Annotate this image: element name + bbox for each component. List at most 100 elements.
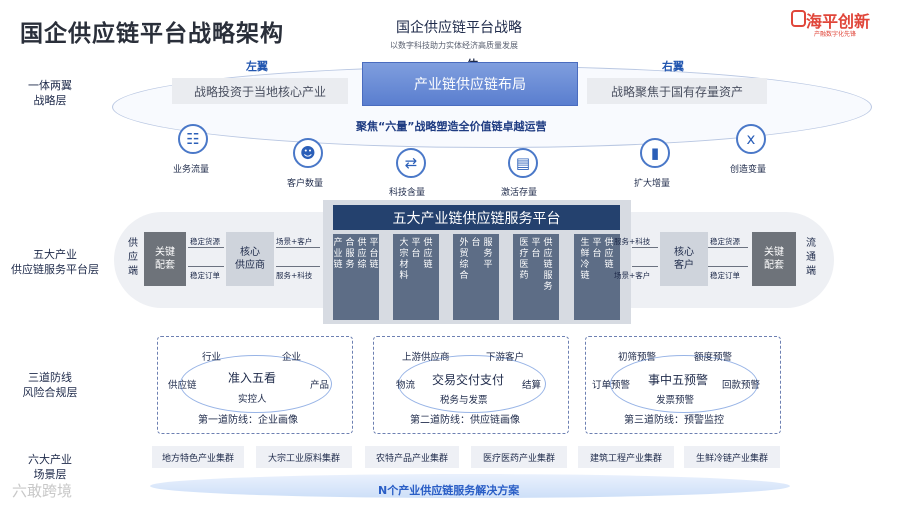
center-box: 产业链供应链布局: [362, 62, 578, 106]
variable-icon: x: [736, 124, 766, 154]
service-text-column: 供应链: [423, 238, 433, 270]
defense-footer: 第三道防线：预警监控: [624, 415, 724, 426]
arrow-label: 稳定订单: [190, 271, 220, 280]
defense-center: 事中五预警: [648, 373, 709, 387]
bar-chart-icon: ▮: [640, 138, 670, 168]
document-icon: ▤: [508, 148, 538, 178]
right-wing-label: 右翼: [662, 60, 684, 73]
service-platform-1: 产业链合服务供应综平台链: [333, 234, 379, 320]
defense-node: 企业: [282, 352, 302, 363]
core-customer-box: 核心客户: [660, 232, 708, 286]
arrow-line: [632, 266, 658, 267]
service-platform-2: 大宗材料平台供应链: [393, 234, 439, 320]
arrow-line: [708, 266, 748, 267]
service-text-column: 服务平: [483, 238, 493, 270]
focus-statement: 聚焦“六量”战略塑造全价值链卓越运营: [356, 120, 547, 133]
defense-orbit: [610, 355, 758, 413]
service-text-column: 平台: [592, 238, 602, 259]
arrow-line: [632, 247, 658, 248]
platform-title: 五大产业链供应链服务平台: [333, 205, 620, 230]
service-text-column: 供应链: [604, 238, 614, 270]
scene-tag: 大宗工业原料集群: [256, 446, 352, 468]
metric-label: 业务流量: [173, 165, 210, 175]
arrow-line: [188, 247, 224, 248]
defense-node: 物流: [396, 380, 416, 391]
supply-end-label: 供应端: [128, 238, 138, 277]
metric-label: 激活存量: [501, 188, 538, 198]
defense-node: 发票预警: [656, 395, 695, 406]
arrow-line: [276, 266, 320, 267]
service-platform-4: 医疗医药平台供应链服务: [513, 234, 559, 320]
service-text-column: 合服务: [345, 238, 355, 270]
watermark: 六敢跨境: [12, 482, 73, 500]
strategy-title: 国企供应链平台战略: [396, 20, 522, 36]
scene-tag: 建筑工程产业集群: [578, 446, 674, 468]
service-text-column: 供应链服务: [543, 238, 553, 292]
left-wing-label: 左翼: [246, 60, 268, 73]
defense-orbit: [180, 355, 332, 413]
service-text-column: 台: [471, 238, 481, 248]
logo-icon: [791, 10, 806, 27]
arrow-label: 场景+客户: [614, 271, 651, 280]
key-supporting-left: 关键配套: [144, 232, 186, 286]
service-platform-3: 外贸综合台服务平: [453, 234, 499, 320]
arrow-label: 稳定订单: [710, 271, 740, 280]
defense-node: 实控人: [238, 394, 267, 405]
service-text-column: 平台链: [369, 238, 379, 270]
defense-node: 产品: [310, 380, 330, 391]
service-platform-5: 生鲜冷链平台供应链: [574, 234, 620, 320]
defense-node: 回款预警: [722, 380, 761, 391]
defense-orbit: [398, 355, 546, 413]
arrow-line: [708, 247, 748, 248]
service-text-column: 平台: [531, 238, 541, 259]
search-document-icon: ☷: [178, 124, 208, 154]
service-text-column: 大宗材料: [399, 238, 409, 281]
layer-label-strategy: 一体两翼战略层: [28, 79, 72, 107]
service-text-column: 医疗医药: [519, 238, 529, 281]
service-text-column: 产业链: [333, 238, 343, 270]
logo-name: 海平创新: [806, 12, 871, 31]
arrow-label: 稳定货源: [190, 237, 220, 246]
logo-slogan: 产融数字化先锋: [814, 31, 857, 38]
right-wing-box: 战略聚焦于国有存量资产: [587, 78, 767, 104]
scene-tag: 农特产品产业集群: [365, 446, 459, 468]
arrow-label: 稳定货源: [710, 237, 740, 246]
defense-node: 订单预警: [592, 380, 631, 391]
defense-node: 供应链: [168, 380, 197, 391]
arrow-label: 服务+科技: [276, 271, 313, 280]
service-text-column: 外贸综合: [459, 238, 469, 281]
scene-tag: 医疗医药产业集群: [471, 446, 567, 468]
solutions-label: N个产业供应链服务解决方案: [378, 484, 520, 497]
key-supporting-right: 关键配套: [752, 232, 796, 286]
page-title: 国企供应链平台战略架构: [20, 21, 284, 47]
metric-label: 扩大增量: [634, 179, 671, 189]
arrow-label: 服务+科技: [614, 237, 651, 246]
defense-node: 行业: [202, 352, 222, 363]
defense-node: 税务与发票: [440, 395, 488, 406]
customer-icon: ☻: [293, 138, 323, 168]
defense-panel-3: 初筛预警 额度预警 事中五预警 订单预警 回款预警 发票预警 第三道防线：预警监…: [585, 336, 781, 434]
scene-tag: 地方特色产业集群: [152, 446, 244, 468]
service-text-column: 平台: [411, 238, 421, 259]
circulation-end-label: 流通端: [806, 238, 816, 277]
left-wing-box: 战略投资于当地核心产业: [172, 78, 348, 104]
metric-label: 客户数量: [287, 179, 324, 189]
defense-footer: 第二道防线：供应链画像: [410, 415, 520, 426]
layer-label-risk: 三道防线风险合规层: [22, 371, 78, 399]
defense-panel-1: 行业 企业 准入五看 供应链 产品 实控人 第一道防线：企业画像: [157, 336, 353, 434]
arrow-line: [188, 266, 224, 267]
defense-node: 初筛预警: [618, 352, 657, 363]
core-supplier-box: 核心供应商: [226, 232, 274, 286]
metric-label: 创造变量: [730, 165, 767, 175]
tech-icon: ⇄: [396, 148, 426, 178]
defense-footer: 第一道防线：企业画像: [198, 415, 298, 426]
strategy-subtitle: 以数字科技助力实体经济高质量发展: [390, 41, 518, 50]
arrow-line: [276, 247, 320, 248]
defense-node: 下游客户: [486, 352, 525, 363]
layer-label-platform: 五大产业供应链服务平台层: [11, 248, 99, 276]
defense-panel-2: 上游供应商 下游客户 交易交付支付 物流 结算 税务与发票 第二道防线：供应链画…: [373, 336, 569, 434]
defense-node: 结算: [522, 380, 542, 391]
defense-center: 交易交付支付: [432, 373, 505, 387]
layer-label-scene: 六大产业场景层: [28, 453, 72, 481]
scene-tag: 生鲜冷链产业集群: [684, 446, 780, 468]
